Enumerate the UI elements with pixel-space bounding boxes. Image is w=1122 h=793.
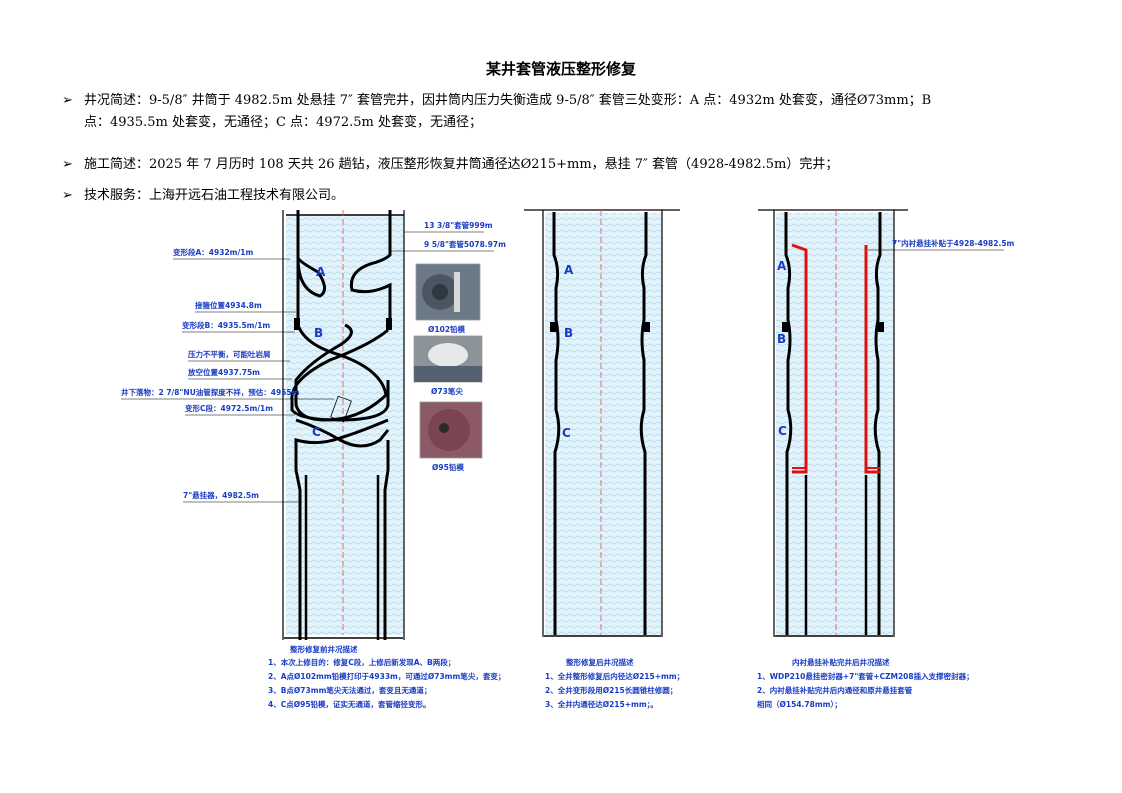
photo-lead-mold-102: Ø102铅模: [415, 263, 481, 334]
casing-right-repaired: [639, 212, 648, 635]
photo-caption: Ø73笔尖: [431, 386, 463, 396]
note-line: 1、本次上修目的：修复C段，上修后新发现A、B两段；: [268, 657, 455, 668]
photo-caption: Ø95铅模: [432, 462, 464, 472]
well-summary: ➢ 井况简述：9-5/8″ 井筒于 4982.5m 处悬挂 7″ 套管完井，因井筒…: [62, 90, 1072, 134]
diagram-liner-patch: A B C 7"内衬悬挂补贴于4928-4982.5m 内衬悬挂补贴完井后井况描…: [757, 209, 1015, 710]
casing-left-repaired: [552, 212, 561, 635]
well-summary-line1: 井况简述：9-5/8″ 井筒于 4982.5m 处悬挂 7″ 套管完井，因井筒内…: [84, 93, 932, 108]
left-callouts: 变形段A：4932m/1m 接箍位置4934.8m 变形段B：4935.5m/1…: [121, 247, 334, 503]
bullet-marker: ➢: [62, 157, 73, 172]
note-line: 1、全井整形修复后内径达Ø215+mm；: [545, 671, 684, 682]
diagram-after-repair: A B C 整形修复后井况描述 1、全井整形修复后内径达Ø215+mm； 2、全…: [524, 209, 684, 710]
label-casing-9: 9 5/8"套管5078.97m: [424, 239, 506, 249]
letter-c: C: [312, 425, 321, 439]
label-liner-patch: 7"内衬悬挂补贴于4928-4982.5m: [892, 238, 1015, 248]
letter-c: C: [562, 426, 571, 440]
casing-right-deformed: [290, 210, 392, 422]
construction-summary-text: 施工简述：2025 年 7 月历时 108 天共 26 趟钻，液压整形恢复井筒通…: [84, 157, 839, 172]
liner-7in: [804, 475, 868, 635]
note-line: 4、C点Ø95铅模，证实无通道，套管缩径变形。: [268, 699, 431, 709]
photo-gallery: Ø102铅模 Ø73笔尖 Ø95铅模: [413, 263, 483, 472]
label-deform-a: 变形段A：4932m/1m: [173, 247, 253, 257]
photo-caption: Ø102铅模: [428, 324, 466, 334]
liner-patch-red: [791, 243, 880, 474]
note-line: 2、全井变形段用Ø215长圆锥柱修圆；: [545, 685, 677, 696]
page-title: 某井套管液压整形修复: [485, 60, 636, 78]
letter-a: A: [777, 259, 787, 273]
letter-c: C: [778, 424, 787, 438]
letter-b: B: [314, 326, 323, 340]
bullet-marker: ➢: [62, 93, 73, 108]
label-pressure: 压力不平衡，可能吐岩屑: [188, 349, 271, 359]
liner-7in: [304, 475, 380, 640]
bullet-marker: ➢: [62, 188, 73, 203]
note-title: 整形修复后井况描述: [566, 657, 634, 667]
label-deform-b: 变形段B：4935.5m/1m: [182, 320, 270, 330]
right-callouts: 13 3/8"套管999m 9 5/8"套管5078.97m: [390, 220, 506, 252]
letter-a: A: [316, 265, 326, 279]
note-line: 2、A点Ø102mm铅模打印于4933m，可通过Ø73mm笔尖，套变；: [268, 671, 505, 682]
letter-a: A: [564, 263, 574, 277]
tech-service: ➢ 技术服务：上海开远石油工程技术有限公司。: [62, 185, 1072, 207]
note-line: 3、全井内通径达Ø215+mm；。: [545, 699, 658, 710]
note-line: 相同（Ø154.78mm）；: [757, 699, 842, 710]
note-line: 2、内衬悬挂补贴完井后内通径和原井悬挂套管: [757, 685, 913, 695]
casing-left: [784, 212, 793, 635]
construction-summary: ➢ 施工简述：2025 年 7 月历时 108 天共 26 趟钻，液压整形恢复井筒…: [62, 154, 1072, 176]
label-hanger: 7"悬挂器，4982.5m: [183, 490, 259, 500]
note-title: 整形修复前井况描述: [290, 644, 358, 654]
photo-pen-tip-73: Ø73笔尖: [413, 335, 483, 396]
diagram1-notes: 整形修复前井况描述 1、本次上修目的：修复C段，上修后新发现A、B两段； 2、A…: [268, 644, 505, 709]
note-line: 1、WDP210悬挂密封器+7"套管+CZM208插入支撑密封器；: [757, 671, 974, 682]
casing-right: [873, 212, 882, 635]
diagram-before-repair: A B C 变形段A：4932m/1m 接箍位置4934.8m 变形段B：493…: [121, 210, 506, 709]
label-casing-13: 13 3/8"套管999m: [424, 220, 493, 230]
diagram3-notes: 内衬悬挂补贴完井后井况描述 1、WDP210悬挂密封器+7"套管+CZM208插…: [757, 657, 974, 710]
label-coupling: 接箍位置4934.8m: [195, 300, 262, 310]
diagram2-notes: 整形修复后井况描述 1、全井整形修复后内径达Ø215+mm； 2、全井变形段用Ø…: [545, 657, 684, 710]
photo-lead-mold-95: Ø95铅模: [419, 401, 483, 472]
letter-b: B: [564, 326, 573, 340]
label-empty-pos: 放空位置4937.75m: [187, 367, 260, 377]
fish-tubing: [330, 395, 352, 423]
note-line: 3、B点Ø73mm笔尖无法通过，套变且无通道；: [268, 685, 431, 696]
label-deform-c: 变形C段：4972.5m/1m: [185, 403, 273, 413]
label-fish: 井下落物：2 7/8"NU油管探度不祥，预估：4955m: [121, 387, 300, 397]
casing-lower: [294, 418, 390, 640]
letter-b: B: [777, 332, 786, 346]
well-summary-line2: 点：4935.5m 处套变，无通径；C 点：4972.5m 处套变，无通径；: [84, 115, 482, 130]
note-title: 内衬悬挂补贴完井后井况描述: [792, 657, 890, 667]
tech-service-text: 技术服务：上海开远石油工程技术有限公司。: [84, 188, 345, 203]
